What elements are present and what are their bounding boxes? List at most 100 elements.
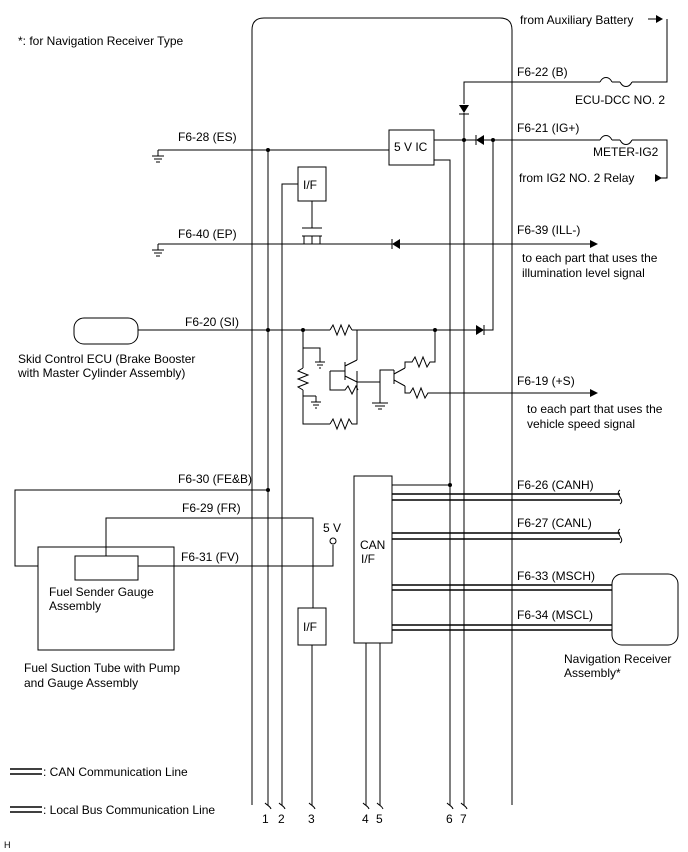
spd-arrow-icon [590,389,598,397]
legend-local-text: : Local Bus Communication Line [43,803,215,817]
ig-sense-wire [484,140,494,331]
b-wire [463,81,600,104]
sender-label-1: Fuel Sender Gauge [49,585,154,599]
tube-label-2: and Gauge Assembly [24,676,138,690]
pin-feb-label: F6-30 (FE&B) [178,472,252,486]
aux-battery-label: from Auxiliary Battery [520,13,633,27]
pin-fr-label: F6-29 (FR) [182,501,241,515]
pin-s-label: F6-19 (+S) [517,374,575,388]
feb-wire [14,489,268,567]
tube-label-1: Fuel Suction Tube with Pump [24,661,180,675]
diode-si-icon [476,325,484,335]
msch-bus-line [392,584,612,591]
ill-output-text-1: to each part that uses the [522,251,658,265]
resistor-icon [329,371,359,396]
spd-output-text-2: vehicle speed signal [527,417,635,431]
pin-canl-label: F6-27 (CANL) [517,516,592,530]
pin-ig-label: F6-21 (IG+) [517,121,579,135]
legend-can-text: : CAN Communication Line [43,765,188,779]
pin-canh-label: F6-26 (CANH) [517,478,594,492]
pin-b-label: F6-22 (B) [517,65,568,79]
ill-arrow-icon [590,240,598,248]
skid-control-ecu-box [73,317,139,345]
transistor-1-icon [330,359,358,383]
ground-icon [152,244,164,257]
5v-ic-box [388,129,435,166]
terminal-5-label: 5 [376,812,383,826]
fuse-meter-ig2-icon [599,135,633,145]
can-if-box [353,475,393,644]
pin-es-label: F6-28 (ES) [178,130,237,144]
skid-ecu-label-2: with Master Cylinder Assembly) [17,366,185,380]
5v-pullup-icon [329,537,337,545]
pin-msch-label: F6-33 (MSCH) [517,569,595,583]
fuse-meter-ig2-label: METER-IG2 [593,145,659,159]
relay-arrow-icon [655,174,662,182]
fuel-suction-tube-box [37,546,175,651]
terminal-4-label: 4 [362,812,369,826]
fuse-ecu-dcc-label: ECU-DCC NO. 2 [575,93,665,107]
mscl-bus-line [392,624,612,631]
spd-output-text-1: to each part that uses the [527,402,663,416]
terminal-marks [264,802,468,810]
resistor-icon [329,323,353,337]
skid-ecu-label-1: Skid Control ECU (Brake Booster [18,352,195,366]
meter-body-outline [251,17,513,805]
diode-ill-icon [392,239,400,249]
pin-ep-label: F6-40 (EP) [178,227,237,241]
transistor-2-icon [393,367,406,387]
network-wire [302,390,330,425]
fuse-ecu-dcc-icon [599,77,633,87]
terminal-3-label: 3 [308,812,315,826]
terminal-7-label: 7 [460,812,467,826]
pin-ill-label: F6-39 (ILL-) [517,223,580,237]
canh-bus-line [392,493,620,501]
note-text: *: for Navigation Receiver Type [18,34,184,48]
break-mark-icon [617,489,623,505]
break-mark-icon [617,528,623,544]
can-if-label-2: I/F [361,552,375,566]
terminal-1-label: 1 [262,812,269,826]
relay-label: from IG2 NO. 2 Relay [519,171,634,185]
aux-feed-wire [632,19,668,83]
diode-ig-icon [476,135,484,145]
ground-icon [302,347,325,369]
mosfet-icon [300,227,324,245]
resistor-icon [404,330,436,369]
fr-wire [105,517,314,608]
ground-icon [303,395,321,409]
terminal-2-label: 2 [278,812,285,826]
corner-mark: H [4,840,11,850]
diode-b-bar [459,113,469,140]
resistor-icon [329,371,358,431]
resistor-icon [296,367,310,391]
can-if-label-1: CAN [360,538,385,552]
ill-output-text-2: illumination level signal [522,266,645,280]
fv-wire [138,545,334,567]
terminal-6-label: 6 [446,812,453,826]
5v-ic-label: 5 V IC [394,140,428,154]
nav-label-1: Navigation Receiver [564,652,671,666]
resistor-icon [409,386,590,400]
navigation-receiver-box [611,573,679,646]
junction-dot [266,488,270,492]
pin-fv-label: F6-31 (FV) [181,550,239,564]
if-block-2-label: I/F [303,620,317,634]
legend-local-icon [10,806,42,813]
terminal-4-5-wires [365,643,381,805]
pin-mscl-label: F6-34 (MSCL) [517,608,593,622]
pin-si-label: F6-20 (SI) [185,315,239,329]
5v-label: 5 V [323,521,341,535]
network-wire [357,369,394,383]
canl-bus-line [392,532,620,540]
terminal-2-wire [281,183,298,805]
fuel-sender-gauge-box [74,555,139,581]
legend-can-icon [10,768,42,775]
sender-label-2: Assembly [49,599,101,613]
diode-b-icon [459,105,469,113]
if-block-1-label: I/F [303,178,317,192]
ground-icon [152,150,164,163]
ground-icon [372,382,388,410]
network-wire [404,386,410,394]
